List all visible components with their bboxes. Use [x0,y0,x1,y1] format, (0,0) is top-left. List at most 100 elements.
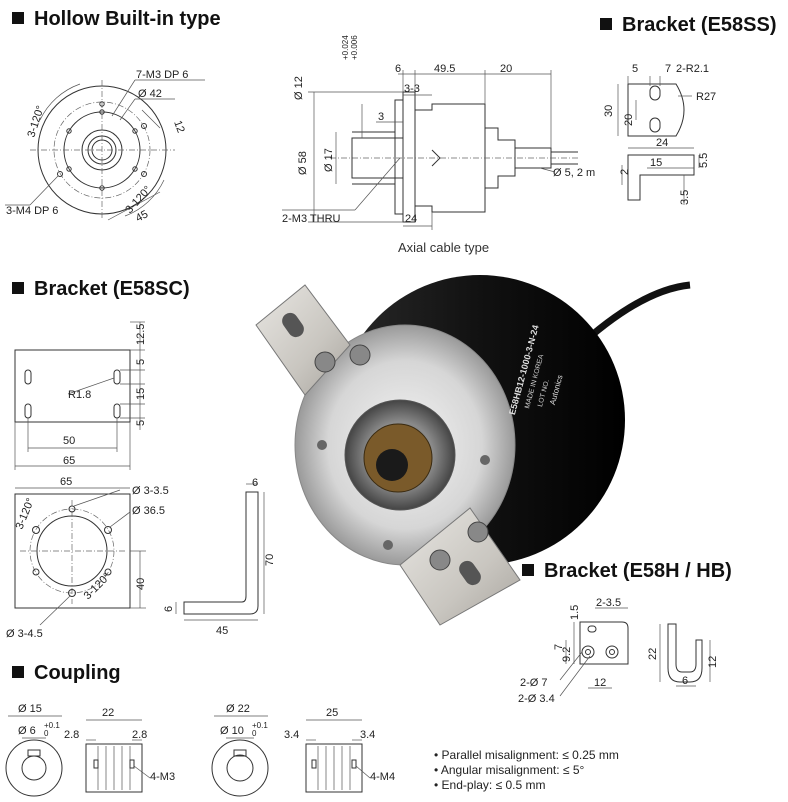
label-2-3-5: 2-3.5 [596,597,621,609]
label-70: 70 [264,554,276,566]
label-65: 65 [63,455,75,467]
label-2-d7: 2-Ø 7 [520,677,548,689]
label-d3-4-5: Ø 3-4.5 [6,628,43,640]
e58sc-side-view: 6 70 6 45 [163,477,276,637]
screw-icon [349,344,371,366]
label-2-m3-thru: 2-M3 THRU [282,213,341,225]
c2-label-d22: Ø 22 [226,703,250,715]
label-22: 22 [647,648,659,660]
label-24: 24 [405,213,417,225]
label-r1-8: R1.8 [68,389,91,401]
c2-label-3-4b: 3.4 [360,729,375,741]
label-12-5: 12.5 [135,324,147,345]
label-2: 2 [619,169,631,175]
c1-label-2-8a: 2.8 [64,729,79,741]
c1-label-2-8b: 2.8 [132,729,147,741]
label-3-120-a: 3-120° [25,104,46,139]
header-hollow: Hollow Built-in type [12,8,221,31]
hollow-front-view: 7-M3 DP 6 Ø 42 12 3-120° 3-120° 45 3-M4 … [5,69,205,225]
c1-label-4-m3: 4-M3 [150,771,175,783]
label-45: 45 [216,625,228,637]
label-d17: Ø 17 [323,148,335,172]
label-5b: 5 [135,420,147,426]
header-e58h: Bracket (E58H / HB) [522,560,732,583]
label-20: 20 [623,114,635,126]
label-5a: 5 [135,359,147,365]
note-angular: Angular misalignment: ≤ 5° [434,763,619,778]
label-3-3: 3-3 [404,83,420,95]
label-d3-3-5: Ø 3-3.5 [132,485,169,497]
label-tol-dn: +0.006 [350,35,359,60]
bracket-slot-icon [282,312,304,338]
label-15: 15 [650,157,662,169]
label-15: 15 [135,388,147,400]
label-20: 20 [500,63,512,75]
c2-label-4-m4: 4-M4 [370,771,395,783]
label-12: 12 [594,677,606,689]
header-coupling-label: Coupling [34,662,121,684]
c1-label-d15: Ø 15 [18,703,42,715]
axial-cable-caption: Axial cable type [398,240,490,255]
label-6: 6 [395,63,401,75]
label-6b: 6 [163,606,175,612]
header-hollow-label: Hollow Built-in type [34,8,221,30]
coupling-2: Ø 22 Ø 10 +0.1 0 25 3.4 3.4 4-M4 [211,703,395,797]
label-d58: Ø 58 [297,151,309,175]
label-7: 7 [665,63,671,75]
note-endplay: End-play: ≤ 0.5 mm [434,778,619,793]
screw-icon [314,351,336,373]
label-1-5: 1.5 [569,605,581,620]
c2-label-tol-dn: 0 [252,729,257,738]
encoder-photo: E58HB12-1000-3-N-24 MADE IN KOREA LOT NO… [255,275,691,626]
square-bullet-icon [12,666,24,678]
bracket-slot-icon [459,560,481,586]
screw-icon [467,521,489,543]
label-12: 12 [171,119,186,135]
label-30: 30 [603,105,615,117]
header-e58h-label: Bracket (E58H / HB) [544,560,732,582]
shaft-bore [376,449,408,481]
e58h-drawing: 2-3.5 1.5 9.2 7 2-Ø 7 2-Ø 3.4 12 22 12 6 [518,597,719,705]
c1-label-d6: Ø 6 [18,725,36,737]
flange-hole-icon [383,540,393,550]
header-e58ss: Bracket (E58SS) [600,14,777,37]
coupling-1: Ø 15 Ø 6 +0.1 0 22 2.8 2.8 4-M3 [5,703,175,797]
screw-icon [429,549,451,571]
label-9-2: 9.2 [561,647,573,662]
label-65: 65 [60,476,72,488]
label-3-5: 3.5 [679,190,691,205]
label-d42: Ø 42 [138,88,162,100]
c1-label-tol-up: +0.1 [44,721,60,730]
header-e58ss-label: Bracket (E58SS) [622,14,777,36]
label-45: 45 [134,208,150,224]
e58ss-drawing: 5 7 2-R2.1 20 30 R27 24 15 5.5 2 3.5 [603,63,716,205]
hollow-side-view: Ø 12 +0.024 +0.006 6 49.5 20 3-3 3 Ø 58 … [282,35,595,230]
coupling-notes: Parallel misalignment: ≤ 0.25 mm Angular… [434,748,619,793]
e58sc-top-view: 12.5 5 R1.8 15 5 50 65 [14,321,147,470]
label-40: 40 [135,578,147,590]
c2-label-d10: Ø 10 [220,725,244,737]
c1-label-tol-dn: 0 [44,729,49,738]
label-cable: Ø 5, 2 m [553,167,595,179]
label-r27: R27 [696,91,716,103]
label-50: 50 [63,435,75,447]
label-5-5: 5.5 [698,153,710,168]
square-bullet-icon [600,18,612,30]
label-6: 6 [252,477,258,489]
label-5: 5 [632,63,638,75]
square-bullet-icon [12,12,24,24]
c2-label-3-4a: 3.4 [284,729,299,741]
c1-label-22: 22 [102,707,114,719]
flange-hole-icon [480,455,490,465]
e58sc-front-view: 65 Ø 3-3.5 Ø 36.5 3-120° 3-120° 40 Ø 3-4… [6,476,169,640]
label-d12: Ø 12 [293,76,305,100]
label-2-r2-1: 2-R2.1 [676,63,709,75]
label-7: 7 [553,644,565,650]
label-12b: 12 [707,656,719,668]
c2-label-tol-up: +0.1 [252,721,268,730]
square-bullet-icon [522,564,534,576]
label-3-120-a: 3-120° [14,496,37,531]
label-d36-5: Ø 36.5 [132,505,165,517]
header-e58sc: Bracket (E58SC) [12,278,190,301]
